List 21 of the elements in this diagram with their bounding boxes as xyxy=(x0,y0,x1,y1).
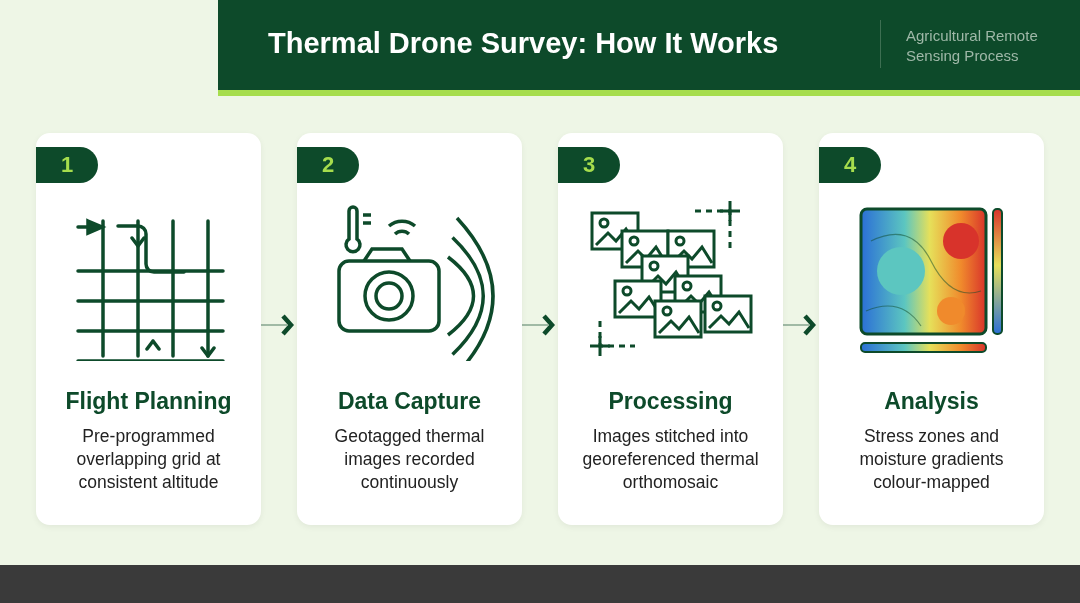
chevron-arrow xyxy=(782,313,816,337)
step-heading: Data Capture xyxy=(336,388,483,415)
step-description: Images stitched into georeferenced thermal orthomosaic xyxy=(581,425,760,494)
step-description: Pre-programmed overlapping grid at consistent altitude xyxy=(75,425,222,494)
step-description: Stress zones and moisture gradients colour-mapped xyxy=(858,425,1005,494)
subtitle: Agricultural Remote Sensing Process xyxy=(906,26,1039,66)
step-number-badge: 4 xyxy=(819,147,881,183)
chevron-arrow xyxy=(260,313,294,337)
step-number-badge: 1 xyxy=(36,147,98,183)
step-card xyxy=(297,133,522,525)
step-card xyxy=(558,133,783,525)
step-number-badge: 2 xyxy=(297,147,359,183)
chevron-arrow xyxy=(521,313,555,337)
step-number-badge: 3 xyxy=(558,147,620,183)
step-description: Geotagged thermal images recorded continuously xyxy=(333,425,486,494)
step-heading: Processing xyxy=(607,388,734,415)
step-heading: Flight Planning xyxy=(64,388,233,415)
step-card xyxy=(819,133,1044,525)
step-card xyxy=(36,133,261,525)
title: Thermal Drone Survey: How It Works xyxy=(268,27,779,60)
step-heading: Analysis xyxy=(883,388,980,415)
